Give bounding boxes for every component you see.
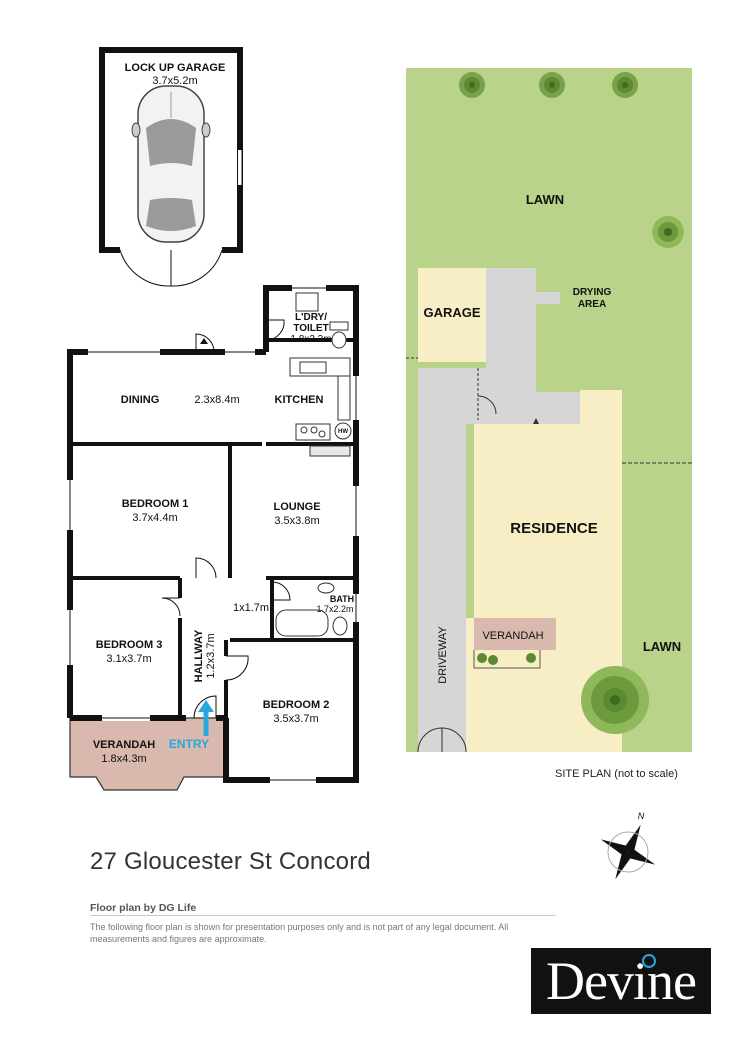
site-drying-label-1: DRYING — [573, 287, 612, 298]
car-icon — [131, 85, 211, 243]
lounge-dims: 3.5x3.8m — [274, 515, 319, 527]
laundry-dims: 1.8x2.3m — [290, 334, 331, 345]
hallway-label: HALLWAY — [193, 629, 205, 682]
bedroom2-dims: 3.5x3.7m — [273, 713, 318, 725]
tree-top-right — [612, 72, 638, 98]
bath-tub — [275, 609, 329, 637]
tree-bottom-right — [581, 666, 649, 734]
site-plan-caption: SITE PLAN (not to scale) — [555, 768, 678, 780]
dining-kitchen-dims: 2.3x8.4m — [194, 394, 239, 406]
site-verandah — [474, 618, 556, 650]
lounge-cabinet — [309, 445, 351, 457]
bath-label: BATH — [330, 594, 354, 604]
shrub-1 — [477, 653, 487, 663]
house-floor-plan — [67, 285, 359, 791]
site-garage — [418, 268, 486, 362]
logo-accent-icon — [642, 954, 656, 968]
site-plan: LAWN DRYING AREA GARAGE RESIDENCE VERAND… — [406, 68, 692, 753]
laundry-tub — [295, 292, 319, 312]
entry-label: ENTRY — [169, 737, 209, 751]
shrub-2 — [488, 655, 498, 665]
bedroom3-label: BEDROOM 3 — [96, 639, 163, 651]
lounge-label: LOUNGE — [273, 501, 320, 513]
laundry-label-2: TOILET — [293, 323, 328, 334]
entry-arrow-icon — [198, 700, 214, 736]
verandah-area — [69, 717, 227, 791]
hot-water-unit — [334, 422, 352, 440]
bedroom1-label: BEDROOM 1 — [122, 498, 189, 510]
toilet-bowl — [331, 331, 347, 349]
tree-top-left — [459, 72, 485, 98]
site-garage-label: GARAGE — [423, 305, 480, 320]
site-residence — [466, 390, 622, 752]
bedroom3-dims: 3.1x3.7m — [106, 653, 151, 665]
lockup-garage — [99, 47, 243, 287]
door-swing-laundry — [265, 319, 285, 341]
shrub-3 — [526, 653, 536, 663]
bath-dims: 1.7x2.2m — [316, 604, 353, 614]
hot-water-label: HW — [338, 429, 348, 435]
door-swing-bedroom1 — [195, 557, 217, 579]
compass-north-label: N — [638, 811, 645, 821]
site-paving — [418, 268, 580, 752]
door-swing-bedroom3 — [161, 597, 181, 617]
door-swing-back — [195, 333, 215, 353]
site-lawn-bottom-label: LAWN — [643, 639, 681, 654]
footer-divider — [90, 915, 556, 916]
dining-label: DINING — [121, 394, 160, 406]
tree-top-middle — [539, 72, 565, 98]
bedroom2-label: BEDROOM 2 — [263, 699, 330, 711]
tree-right — [652, 216, 684, 248]
door-swing-bedroom2 — [225, 655, 249, 681]
site-verandah-label: VERANDAH — [482, 630, 543, 642]
devine-logo: Devine — [531, 948, 711, 1014]
verandah-dims: 1.8x4.3m — [101, 753, 146, 765]
passage-dims: 1x1.7m — [233, 602, 269, 614]
verandah-label: VERANDAH — [93, 739, 155, 751]
garage-label: LOCK UP GARAGE — [125, 62, 226, 74]
site-drying-label-2: AREA — [578, 299, 606, 310]
kitchen-bench-right — [337, 375, 351, 421]
bedroom1-dims: 3.7x4.4m — [132, 512, 177, 524]
toilet-cistern — [329, 321, 349, 331]
floor-plan-credit: Floor plan by DG Life — [90, 902, 197, 914]
door-swing-entry — [193, 695, 217, 719]
kitchen-sink — [299, 361, 327, 374]
site-driveway-label: DRIVEWAY — [437, 626, 449, 684]
site-residence-label: RESIDENCE — [510, 520, 598, 537]
kitchen-label: KITCHEN — [275, 394, 324, 406]
door-swing-bath — [271, 581, 291, 601]
property-address: 27 Gloucester St Concord — [90, 848, 371, 875]
garage-dims: 3.7x5.2m — [152, 75, 197, 87]
site-door-arc — [477, 395, 497, 415]
laundry-label-1: L'DRY/ — [295, 312, 327, 323]
hallway-dims: 1.2x3.7m — [205, 633, 217, 678]
site-lawn-top-label: LAWN — [526, 192, 564, 207]
bath-toilet — [332, 616, 348, 636]
bath-basin — [317, 582, 335, 594]
compass-icon — [600, 824, 656, 880]
disclaimer-text: The following floor plan is shown for pr… — [90, 922, 509, 944]
logo-text: Devine — [546, 951, 697, 1011]
